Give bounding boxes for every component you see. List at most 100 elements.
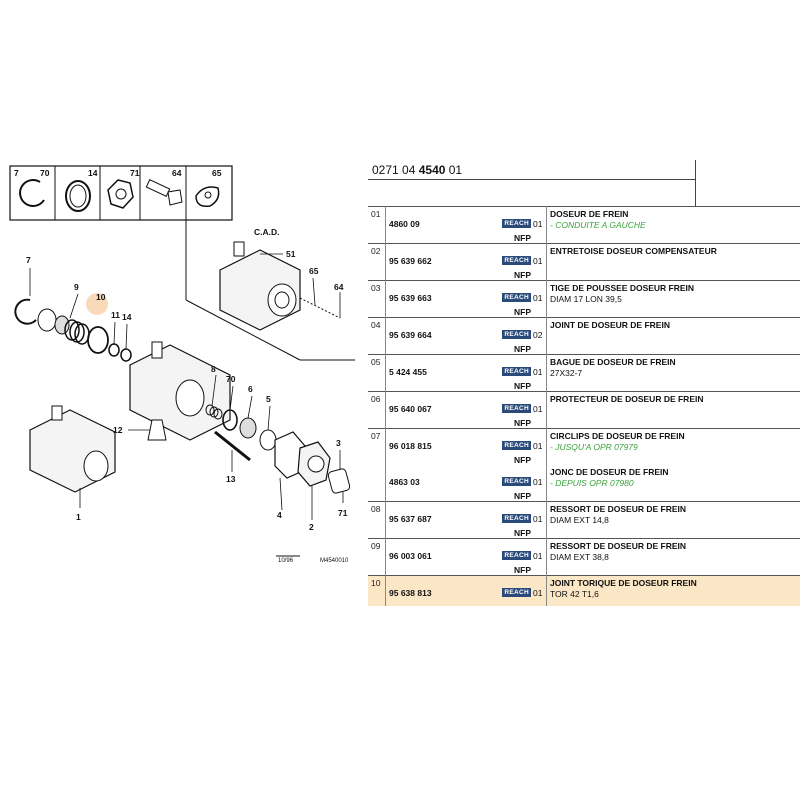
part-number: 4860 09: [389, 219, 420, 229]
reach-badge: REACH: [502, 477, 531, 486]
header-label-71: 71: [130, 168, 140, 178]
callout-14: 14: [122, 312, 132, 322]
row-number: 04: [368, 317, 386, 355]
header-label-14: 14: [88, 168, 98, 178]
quantity: 01: [533, 391, 547, 429]
part-title: DOSEUR DE FREIN: [550, 209, 629, 219]
part-title: JONC DE DOSEUR DE FREIN: [550, 467, 669, 477]
part-number: 95 639 663: [389, 293, 432, 303]
part-number: 5 424 455: [389, 367, 427, 377]
quantity: 02: [533, 317, 547, 355]
row-number: 09: [368, 538, 386, 576]
callout-1: 1: [76, 512, 81, 522]
callout-5: 5: [266, 394, 271, 404]
row-number: 03: [368, 280, 386, 318]
quantity: 01: [533, 428, 547, 465]
callout-11: 11: [111, 310, 120, 320]
part-number: 95 638 813: [389, 588, 432, 598]
row-number: 05: [368, 354, 386, 392]
nfp-label: NFP: [514, 233, 531, 243]
row-number: 01: [368, 206, 386, 244]
quantity: 01: [533, 575, 547, 606]
part-detail: DIAM EXT 14,8: [550, 515, 609, 525]
reach-badge: REACH: [502, 330, 531, 339]
quantity: 01: [533, 354, 547, 392]
part-number: 96 003 061: [389, 551, 432, 561]
nfp-label: NFP: [514, 344, 531, 354]
part-number: 4863 03: [389, 477, 420, 487]
nfp-label: NFP: [514, 270, 531, 280]
nfp-label: NFP: [514, 491, 531, 501]
header-label-7: 7: [14, 168, 19, 178]
part-title: JOINT TORIQUE DE DOSEUR FREIN: [550, 578, 697, 588]
reach-badge: REACH: [502, 514, 531, 523]
reference-number: 0271 04 4540 01: [368, 160, 696, 180]
small-parts-strip: [9, 165, 233, 221]
reach-badge: REACH: [502, 367, 531, 376]
nfp-label: NFP: [514, 307, 531, 317]
quantity: 01: [533, 465, 547, 502]
callout-12: 12: [113, 425, 123, 435]
exploded-parts: [14, 293, 351, 494]
part-detail: DIAM EXT 38,8: [550, 552, 609, 562]
callout-3: 3: [336, 438, 341, 448]
nfp-label: NFP: [514, 528, 531, 538]
callout-51: 51: [286, 249, 296, 259]
part-title: CIRCLIPS DE DOSEUR DE FREIN: [550, 431, 685, 441]
part-detail: DIAM 17 LON 39,5: [550, 294, 622, 304]
part-number: 96 018 815: [389, 441, 432, 451]
reach-badge: REACH: [502, 551, 531, 560]
nfp-label: NFP: [514, 381, 531, 391]
reach-badge: REACH: [502, 256, 531, 265]
row-number: [368, 465, 386, 502]
header-label-70: 70: [40, 168, 50, 178]
header-label-65: 65: [212, 168, 222, 178]
callout-71: 71: [338, 508, 348, 518]
quantity: 01: [533, 538, 547, 576]
part-number: 95 640 067: [389, 404, 432, 414]
callout-7: 7: [26, 255, 31, 265]
part-title: JOINT DE DOSEUR DE FREIN: [550, 320, 670, 330]
cad-label: C.A.D.: [254, 227, 280, 237]
nfp-label: NFP: [514, 455, 531, 465]
description-cell: CIRCLIPS DE DOSEUR DE FREIN- JUSQU'A OPR…: [546, 428, 800, 465]
callout-6: 6: [248, 384, 253, 394]
row-number: 10: [368, 575, 386, 606]
part-title: ENTRETOISE DOSEUR COMPENSATEUR: [550, 246, 717, 256]
part-number: 95 639 662: [389, 256, 432, 266]
callout-2: 2: [309, 522, 314, 532]
callout-65: 65: [309, 266, 319, 276]
part-number: 95 637 687: [389, 514, 432, 524]
description-cell: PROTECTEUR DE DOSEUR DE FREIN: [546, 391, 800, 429]
header-label-64: 64: [172, 168, 182, 178]
part-title: PROTECTEUR DE DOSEUR DE FREIN: [550, 394, 704, 404]
quantity: 01: [533, 206, 547, 244]
part-detail: TOR 42 T1,6: [550, 589, 599, 599]
spacer: [368, 180, 696, 206]
callout-10: 10: [96, 292, 106, 302]
reach-badge: REACH: [502, 293, 531, 302]
